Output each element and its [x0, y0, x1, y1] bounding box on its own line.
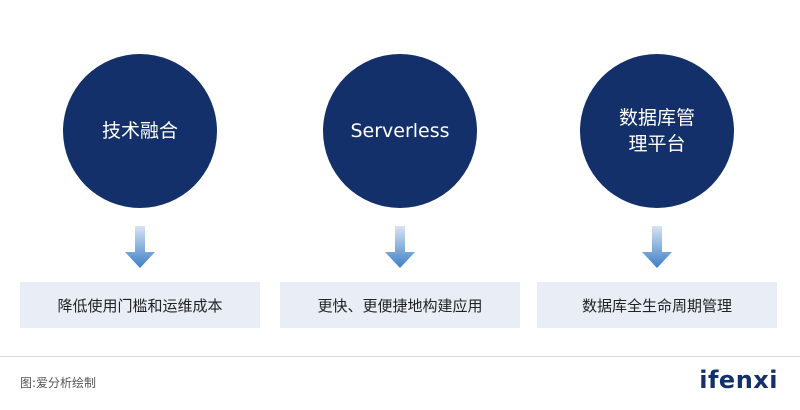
source-caption: 图:爱分析绘制	[20, 376, 97, 390]
circle-label: Serverless	[350, 120, 450, 142]
result-box-serverless: 更快、更便捷地构建应用	[280, 282, 520, 328]
circle-database-platform: 数据库管 理平台	[580, 54, 734, 208]
box-label: 降低使用门槛和运维成本	[57, 296, 223, 315]
circle-label: 技术融合	[101, 120, 178, 142]
circle-tech-fusion: 技术融合	[63, 54, 217, 208]
circle-label: 数据库管 理平台	[618, 107, 695, 155]
arrow-down-icon	[385, 226, 415, 268]
box-label: 数据库全生命周期管理	[581, 296, 732, 315]
box-label: 更快、更便捷地构建应用	[317, 296, 483, 315]
footer-divider	[0, 356, 800, 357]
ifenxi-logo: ifenxi	[699, 366, 778, 394]
circle-serverless: Serverless	[323, 54, 477, 208]
result-box-tech-fusion: 降低使用门槛和运维成本	[20, 282, 260, 328]
arrow-down-icon	[125, 226, 155, 268]
result-box-database-platform: 数据库全生命周期管理	[537, 282, 777, 328]
arrow-down-icon	[642, 226, 672, 268]
